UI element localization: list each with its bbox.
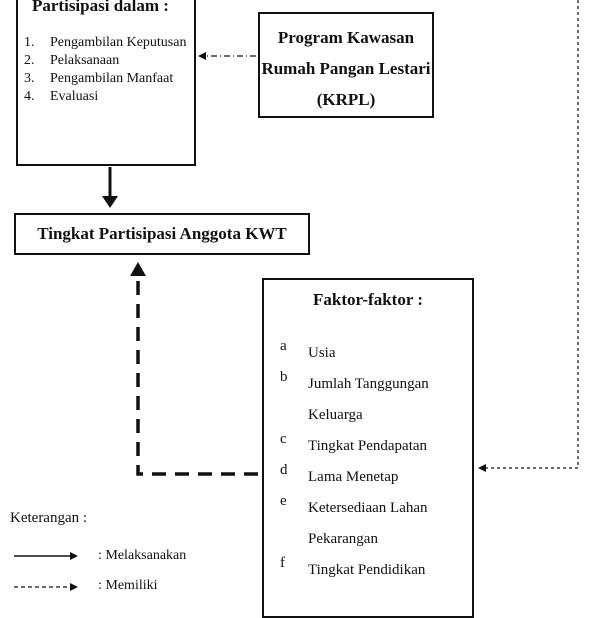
connector-layer [14, 0, 579, 591]
arrowhead-faktor-to-tingkat [130, 262, 146, 276]
list-item-text: Pengambilan Manfaat [50, 71, 174, 86]
list-item-text: Pengambilan Keputusan [50, 35, 187, 50]
legend-dashed-label: : Memiliki [98, 578, 158, 593]
arrow-program-to-faktor [486, 0, 579, 469]
program-title: Program Kawasan Rumah Pangan Lestari (KR… [261, 28, 431, 109]
arrowhead-partisipasi-to-tingkat [102, 196, 118, 208]
list-item-text: Lama Menetap [308, 469, 399, 485]
list-item-text: Ketersediaan Lahan Pekarangan [308, 500, 428, 547]
tingkat-partisipasi-box: Tingkat Partisipasi Anggota KWT [14, 213, 310, 255]
arrowhead-program-to-faktor [478, 464, 486, 472]
list-item-text: Evaluasi [50, 89, 99, 104]
list-item-text: Jumlah Tanggungan Keluarga [308, 376, 429, 423]
list-item-text: Tingkat Pendidikan [308, 562, 426, 578]
faktor-title: Faktor-faktor : [312, 290, 423, 309]
arrow-faktor-to-tingkat [136, 272, 258, 476]
list-item-text: Usia [308, 345, 336, 361]
partisipasi-title: Partisipasi dalam : [32, 0, 169, 15]
list-item-text: Tingkat Pendapatan [308, 438, 428, 454]
partisipasi-list: 1.Pengambilan Keputusan 2.Pelaksanaan 3.… [24, 34, 186, 106]
list-item: 2.Pelaksanaan [24, 53, 120, 68]
list-item: 4.Evaluasi [24, 89, 99, 104]
legend-solid-label: : Melaksanakan [98, 548, 187, 563]
program-box: Program Kawasan Rumah Pangan Lestari (KR… [258, 12, 434, 118]
list-item: 1.Pengambilan Keputusan [24, 35, 187, 50]
list-item-text: Pelaksanaan [50, 53, 120, 68]
arrowhead-program-to-partisipasi [198, 52, 206, 60]
list-item: 3.Pengambilan Manfaat [24, 71, 174, 86]
tingkat-partisipasi-title: Tingkat Partisipasi Anggota KWT [37, 224, 287, 243]
partisipasi-box: Partisipasi dalam : 1.Pengambilan Keputu… [16, 0, 196, 166]
legend-title: Keterangan : [10, 510, 88, 526]
